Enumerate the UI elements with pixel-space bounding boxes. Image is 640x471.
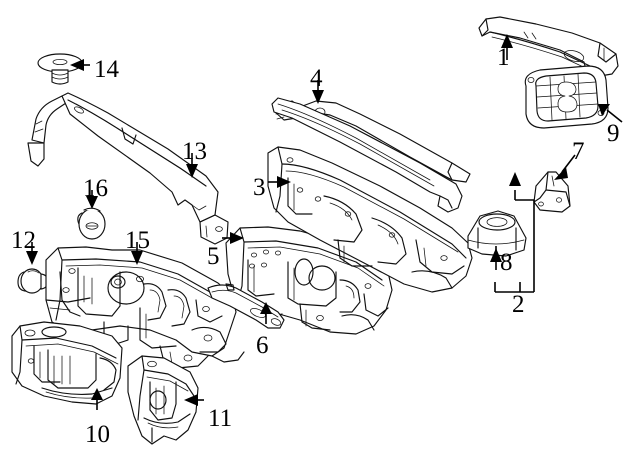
leader-2 (494, 172, 535, 293)
part-dash-insulator-center[interactable] (127, 355, 199, 445)
leader-12 (26, 242, 38, 265)
part-cowl-vent-grille[interactable] (524, 65, 609, 129)
leader-11 (184, 394, 204, 406)
leader-8 (490, 246, 502, 270)
callout-6[interactable]: 6 (256, 332, 269, 359)
part-dash-panel-outer[interactable] (45, 246, 245, 369)
leader-7 (554, 154, 576, 180)
leader-16 (86, 190, 98, 209)
part-dash-insulator-left[interactable] (11, 321, 123, 405)
leader-5 (222, 232, 244, 244)
callout-1[interactable]: 1 (497, 44, 510, 71)
part-hood-hinge-brace[interactable] (207, 283, 285, 329)
leader-3 (268, 176, 291, 188)
callout-2[interactable]: 2 (512, 291, 525, 318)
callout-16[interactable]: 16 (83, 175, 108, 202)
part-cowl-top-panel[interactable] (478, 16, 619, 77)
callout-13[interactable]: 13 (182, 138, 207, 165)
part-strut-tower-cap[interactable] (467, 210, 527, 257)
part-cowl-lower-rail (271, 97, 463, 213)
leader-1 (501, 34, 513, 60)
leader-14 (70, 59, 90, 71)
callout-4[interactable]: 4 (310, 65, 323, 92)
leader-13 (186, 153, 198, 178)
part-push-pin-retainer[interactable] (17, 268, 49, 294)
leader-4 (312, 80, 324, 104)
callout-14[interactable]: 14 (94, 56, 119, 83)
callout-15[interactable]: 15 (125, 227, 150, 254)
callout-3[interactable]: 3 (253, 174, 266, 201)
callout-8[interactable]: 8 (500, 249, 513, 276)
leader-15 (131, 242, 143, 265)
callout-10[interactable]: 10 (85, 421, 110, 448)
part-small-corner-bracket[interactable] (533, 171, 571, 213)
part-lower-cowl-panel[interactable] (267, 146, 473, 293)
leader-6 (260, 302, 272, 324)
leader-9 (598, 104, 623, 123)
callout-11[interactable]: 11 (208, 405, 233, 432)
callout-5[interactable]: 5 (207, 243, 220, 270)
callout-9[interactable]: 9 (607, 120, 620, 147)
callout-7[interactable]: 7 (572, 138, 585, 165)
part-body-plug-large[interactable] (37, 53, 83, 85)
callout-12[interactable]: 12 (11, 227, 36, 254)
leader-10 (91, 388, 103, 410)
part-upper-tie-bar[interactable] (27, 92, 229, 245)
part-grommet-plug[interactable] (77, 207, 106, 240)
